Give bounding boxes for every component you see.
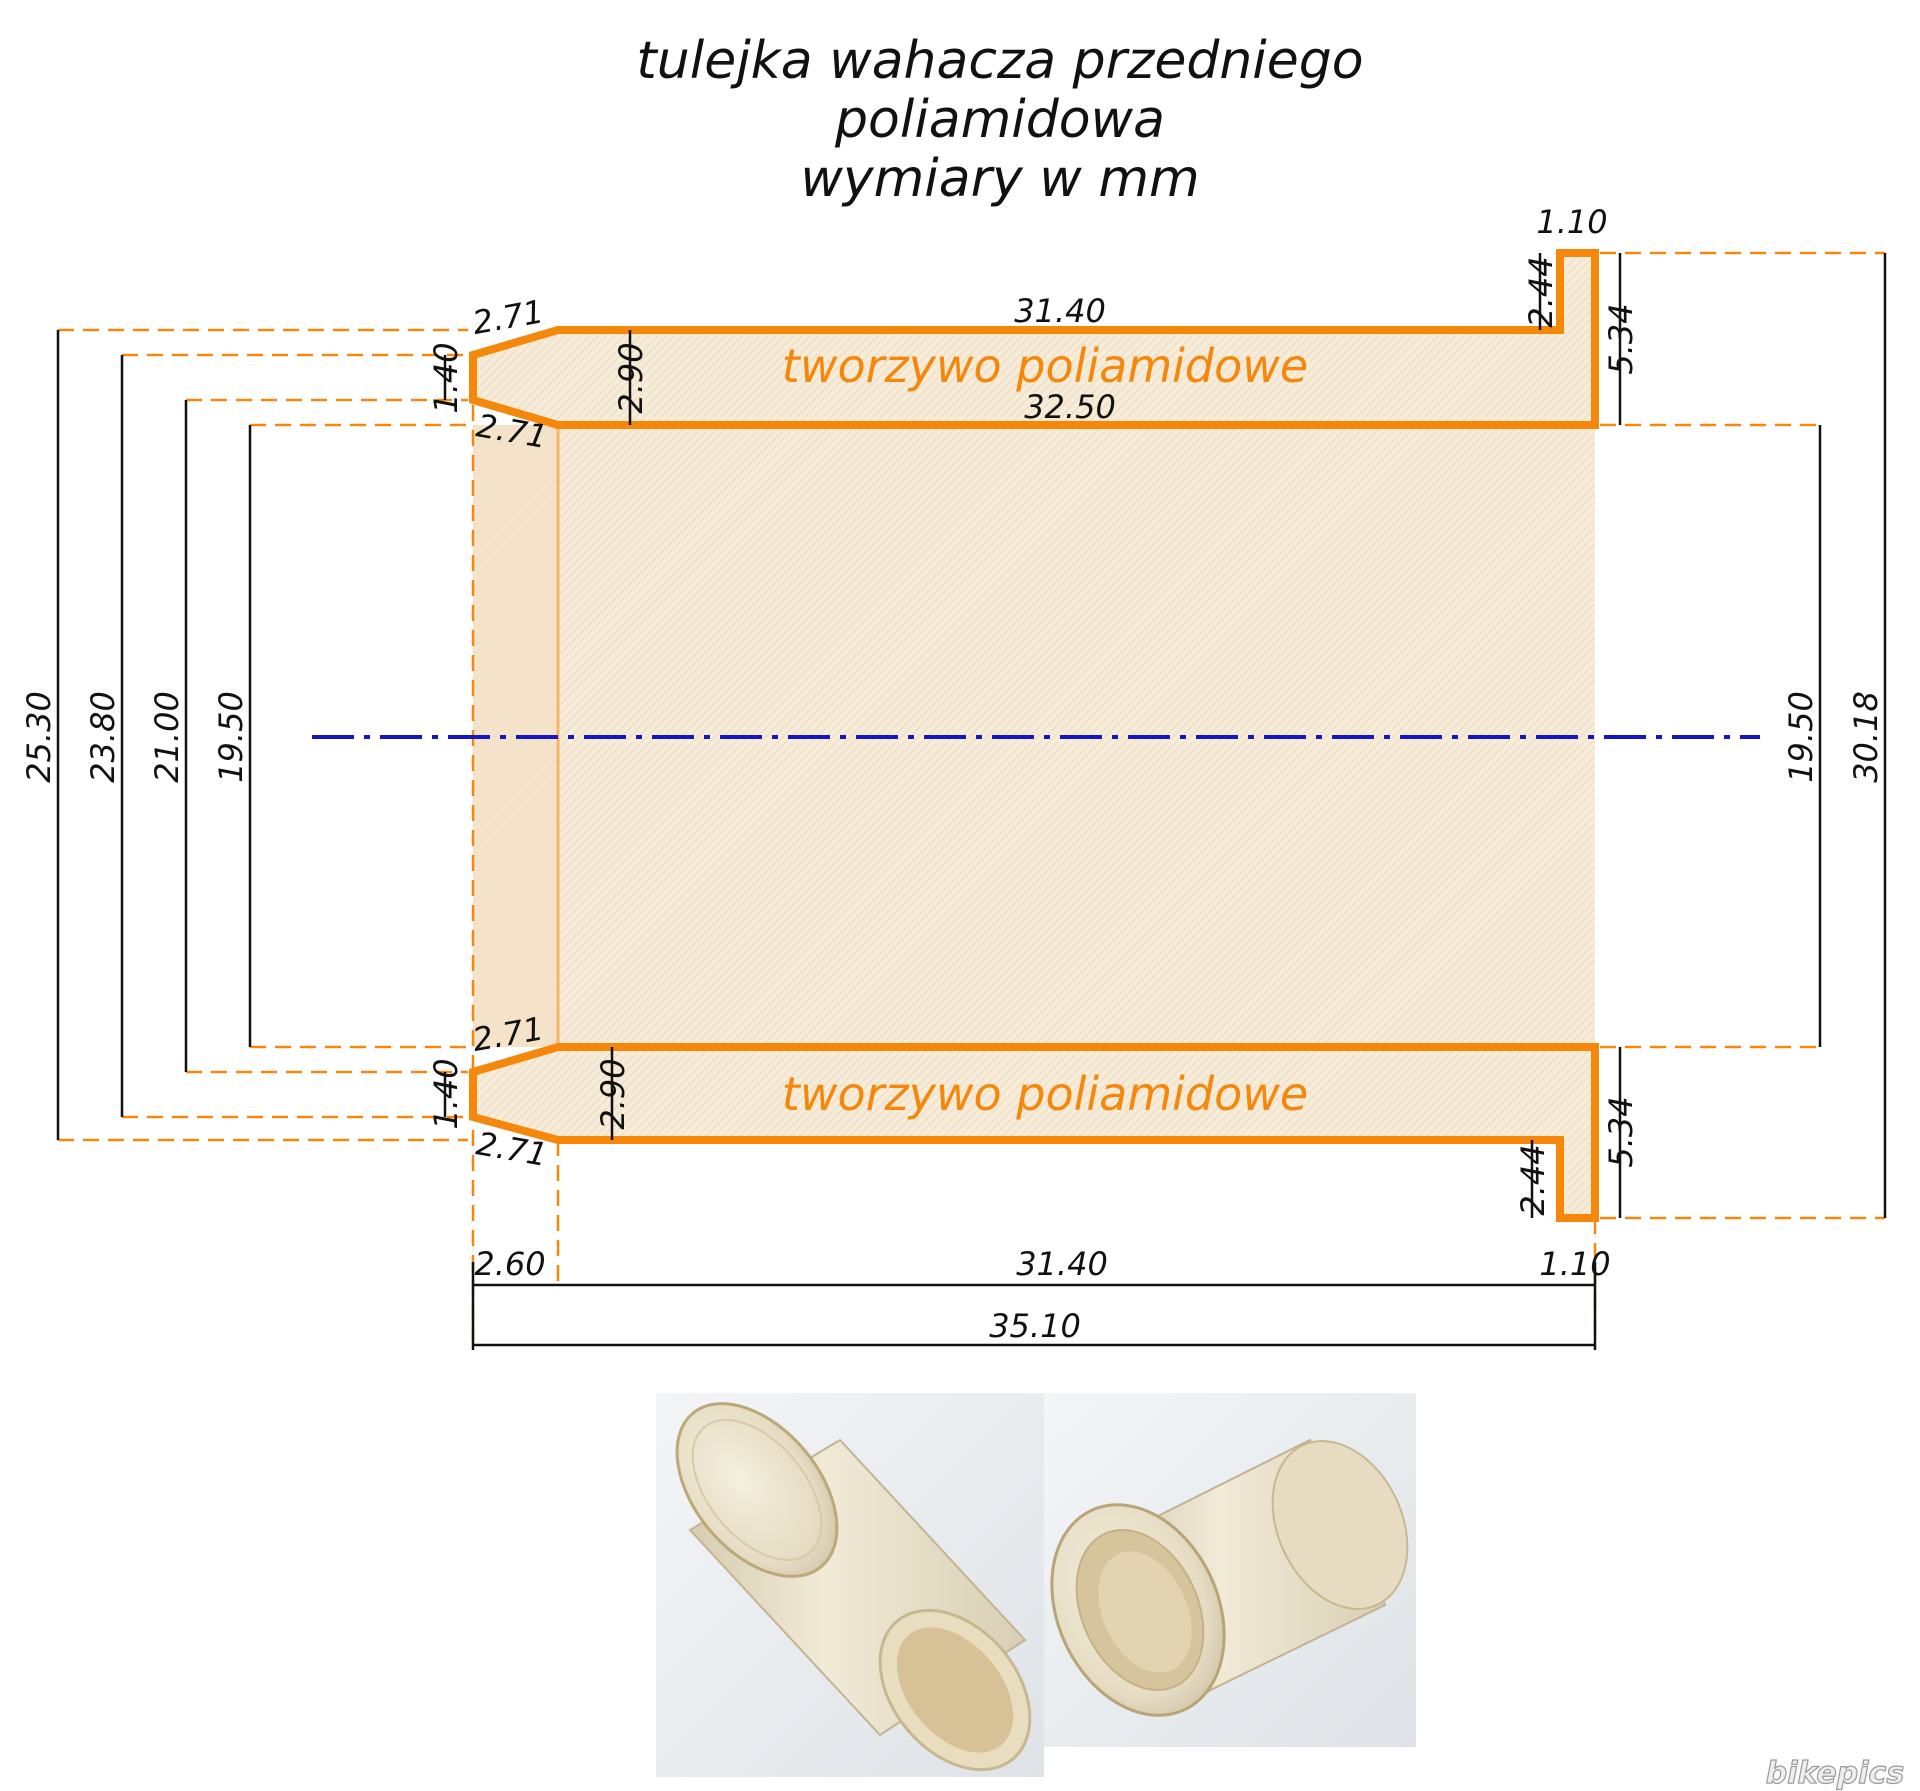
dim-flange-thickness-top: 1.10 <box>1536 203 1607 241</box>
material-label-top: tworzywo poliamidowe <box>782 339 1308 393</box>
dim-dia-21-00: 21.00 <box>148 691 186 783</box>
dim-flange-height-top: 2.44 <box>1522 256 1560 327</box>
dim-wall-top: 2.90 <box>612 342 650 413</box>
dim-total-length: 35.10 <box>989 1307 1081 1345</box>
title-line-3: wymiary w mm <box>800 149 1199 209</box>
dim-dia-25-30: 25.30 <box>20 691 58 783</box>
wall-dimension-ticks <box>443 253 1622 1218</box>
right-diameter-dimensions <box>1818 253 1887 1218</box>
dim-length-bottom: 31.40 <box>1016 1245 1108 1283</box>
dim-length-inner: 32.50 <box>1024 388 1116 426</box>
dim-chamfer-face-top: 1.40 <box>427 342 465 413</box>
bushing-photo-2 <box>1044 1393 1416 1747</box>
dim-dia-flange: 30.18 <box>1847 691 1885 783</box>
dim-dia-bore-left: 19.50 <box>212 691 250 783</box>
bushing-photo-1 <box>656 1393 1044 1777</box>
drawing-title: tulejka wahacza przedniego poliamidowa w… <box>636 31 1363 209</box>
title-line-2: poliamidowa <box>834 90 1165 150</box>
dim-flange-thickness-bottom: 1.10 <box>1539 1245 1610 1283</box>
dim-chamfer-face-bottom: 1.40 <box>427 1058 465 1129</box>
dim-dia-23-80: 23.80 <box>84 691 122 783</box>
top-wall-fill <box>473 253 1595 425</box>
bottom-wall-outline <box>469 1043 1599 1222</box>
dim-chamfer-length: 2.60 <box>474 1245 545 1283</box>
dim-length-top: 31.40 <box>1014 292 1106 330</box>
dim-dia-bore-right: 19.50 <box>1782 691 1820 783</box>
dim-flange-total-bottom: 5.34 <box>1602 1096 1640 1167</box>
material-label-bottom: tworzywo poliamidowe <box>782 1067 1308 1121</box>
bottom-wall-fill <box>473 1047 1595 1218</box>
left-diameter-dimensions <box>56 330 252 1140</box>
watermark-logo: bikepics <box>1766 1756 1904 1791</box>
dim-flange-height-bottom: 2.44 <box>1514 1144 1552 1215</box>
length-dimensions <box>471 1262 1597 1350</box>
dim-flange-total-top: 5.34 <box>1602 303 1640 374</box>
top-wall-outline <box>469 249 1599 429</box>
dim-wall-bottom: 2.90 <box>594 1058 632 1129</box>
title-line-1: tulejka wahacza przedniego <box>636 31 1363 91</box>
